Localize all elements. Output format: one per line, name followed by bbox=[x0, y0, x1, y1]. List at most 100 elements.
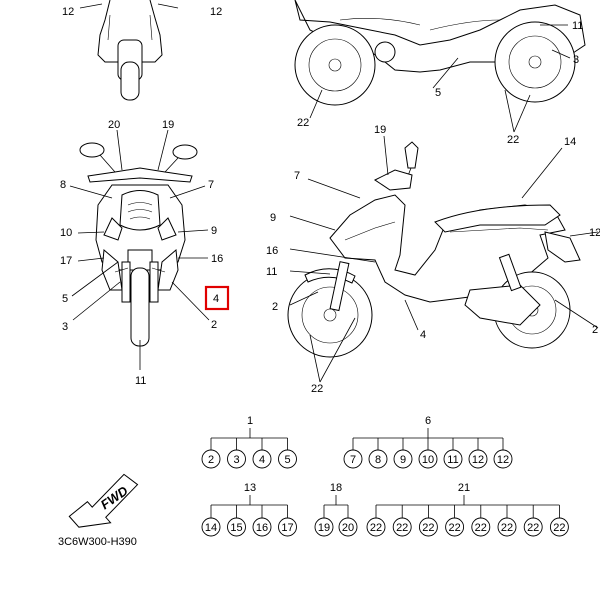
part-number-15: 15 bbox=[230, 522, 242, 534]
part-number-circle bbox=[493, 449, 513, 469]
part-number-22: 22 bbox=[422, 522, 434, 534]
part-group-21: 21 22 22 22 22 22 22 22 22 bbox=[366, 482, 569, 537]
part-number-circle bbox=[278, 449, 297, 469]
part-number-17: 17 bbox=[281, 522, 293, 534]
callout-14: 14 bbox=[564, 136, 576, 148]
fwd-arrow-icon: FWD bbox=[68, 473, 139, 528]
diagram-code: 3C6W300-H390 bbox=[58, 536, 137, 548]
callout-17: 17 bbox=[60, 255, 72, 267]
part-number-circle bbox=[418, 517, 438, 537]
callout-4-side: 4 bbox=[420, 329, 426, 341]
part-number-10: 10 bbox=[422, 454, 434, 466]
callout-5-front: 5 bbox=[62, 293, 68, 305]
part-number-8: 8 bbox=[375, 454, 381, 466]
part-number-circle bbox=[343, 449, 363, 469]
part-number-circle bbox=[523, 517, 543, 537]
group-root-label: 21 bbox=[458, 482, 470, 494]
part-number-22: 22 bbox=[553, 522, 565, 534]
callout-22-side: 22 bbox=[311, 383, 323, 395]
part-number-22: 22 bbox=[448, 522, 460, 534]
part-number-16: 16 bbox=[256, 522, 268, 534]
callout-9-side: 9 bbox=[270, 212, 276, 224]
part-number-circle bbox=[549, 517, 569, 537]
part-number-5: 5 bbox=[284, 454, 290, 466]
callout-19-side: 19 bbox=[374, 124, 386, 136]
callout-22-top-left: 22 bbox=[297, 117, 309, 129]
callout-5-top: 5 bbox=[435, 87, 441, 99]
part-number-4: 4 bbox=[259, 454, 265, 466]
part-number-circle bbox=[471, 517, 491, 537]
callout-16-side: 16 bbox=[266, 245, 278, 257]
callout-19-front: 19 bbox=[162, 119, 174, 131]
part-number-19: 19 bbox=[318, 522, 330, 534]
front-view: 20 19 8 7 10 9 17 16 5 3 2 11 4 bbox=[60, 119, 230, 387]
group-root-label: 1 bbox=[247, 415, 253, 427]
part-number-14: 14 bbox=[205, 522, 217, 534]
part-number-22: 22 bbox=[396, 522, 408, 534]
group-root-label: 13 bbox=[244, 482, 256, 494]
callout-9-front: 9 bbox=[211, 225, 217, 237]
part-number-12: 12 bbox=[497, 454, 509, 466]
callout-10: 10 bbox=[60, 227, 72, 239]
highlight-box bbox=[204, 285, 230, 311]
callout-2-front: 2 bbox=[211, 319, 217, 331]
callout-11-front: 11 bbox=[135, 375, 146, 387]
part-number-circle bbox=[338, 517, 358, 537]
callout-11-top: 11 bbox=[572, 20, 583, 32]
part-number-circle bbox=[252, 517, 272, 537]
part-number-22: 22 bbox=[501, 522, 513, 534]
part-number-circle bbox=[201, 449, 221, 469]
part-number-circle bbox=[314, 517, 334, 537]
group-root-label: 18 bbox=[330, 482, 342, 494]
part-number-circle bbox=[278, 517, 297, 537]
part-group-1: 1 2 3 4 5 bbox=[201, 415, 297, 469]
callout-20: 20 bbox=[108, 119, 120, 131]
callout-12-left: 12 bbox=[62, 6, 74, 18]
part-number-circle bbox=[445, 517, 465, 537]
part-number-circle bbox=[418, 449, 438, 469]
part-number-circle bbox=[497, 517, 517, 537]
callout-12-side: 12 bbox=[589, 227, 600, 239]
callout-7-front: 7 bbox=[208, 179, 214, 191]
callout-16-front: 16 bbox=[211, 253, 223, 265]
callout-3-top: 3 bbox=[573, 54, 579, 66]
callout-3-front: 3 bbox=[62, 321, 68, 333]
top-front-view: 12 12 bbox=[62, 0, 222, 101]
callout-11-side: 11 bbox=[266, 266, 277, 278]
part-group-6: 6 7 8 9 10 11 12 12 bbox=[343, 415, 513, 469]
callout-4-highlighted[interactable]: 4 bbox=[213, 293, 219, 305]
part-group-13: 13 14 15 16 17 bbox=[201, 482, 297, 537]
callout-2-side-rear: 2 bbox=[592, 324, 598, 336]
part-number-circle bbox=[468, 449, 488, 469]
part-number-20: 20 bbox=[342, 522, 354, 534]
part-number-circle bbox=[227, 449, 246, 469]
part-number-circle bbox=[201, 517, 221, 537]
part-number-22: 22 bbox=[370, 522, 382, 534]
part-number-22: 22 bbox=[527, 522, 539, 534]
part-number-3: 3 bbox=[233, 454, 239, 466]
part-number-9: 9 bbox=[400, 454, 406, 466]
callout-12-right: 12 bbox=[210, 6, 222, 18]
part-number-circle bbox=[393, 449, 413, 469]
group-root-label: 6 bbox=[425, 415, 431, 427]
part-number-circle bbox=[443, 449, 463, 469]
part-group-18: 18 19 20 bbox=[314, 482, 358, 537]
part-number-12: 12 bbox=[472, 454, 484, 466]
side-view: 19 14 7 9 16 11 2 22 4 12 2 bbox=[266, 124, 600, 395]
part-number-circle bbox=[368, 449, 388, 469]
part-number-2: 2 bbox=[208, 454, 214, 466]
callout-2-side: 2 bbox=[272, 301, 278, 313]
callout-7-side: 7 bbox=[294, 170, 300, 182]
callout-22-top-right: 22 bbox=[507, 134, 519, 146]
top-side-view: 11 3 5 22 22 bbox=[294, 0, 586, 146]
part-number-11: 11 bbox=[447, 454, 458, 466]
part-number-circle bbox=[366, 517, 386, 537]
part-number-22: 22 bbox=[475, 522, 487, 534]
part-number-circle bbox=[227, 517, 246, 537]
part-number-circle bbox=[392, 517, 412, 537]
part-number-7: 7 bbox=[350, 454, 356, 466]
part-number-circle bbox=[252, 449, 272, 469]
callout-8: 8 bbox=[60, 179, 66, 191]
